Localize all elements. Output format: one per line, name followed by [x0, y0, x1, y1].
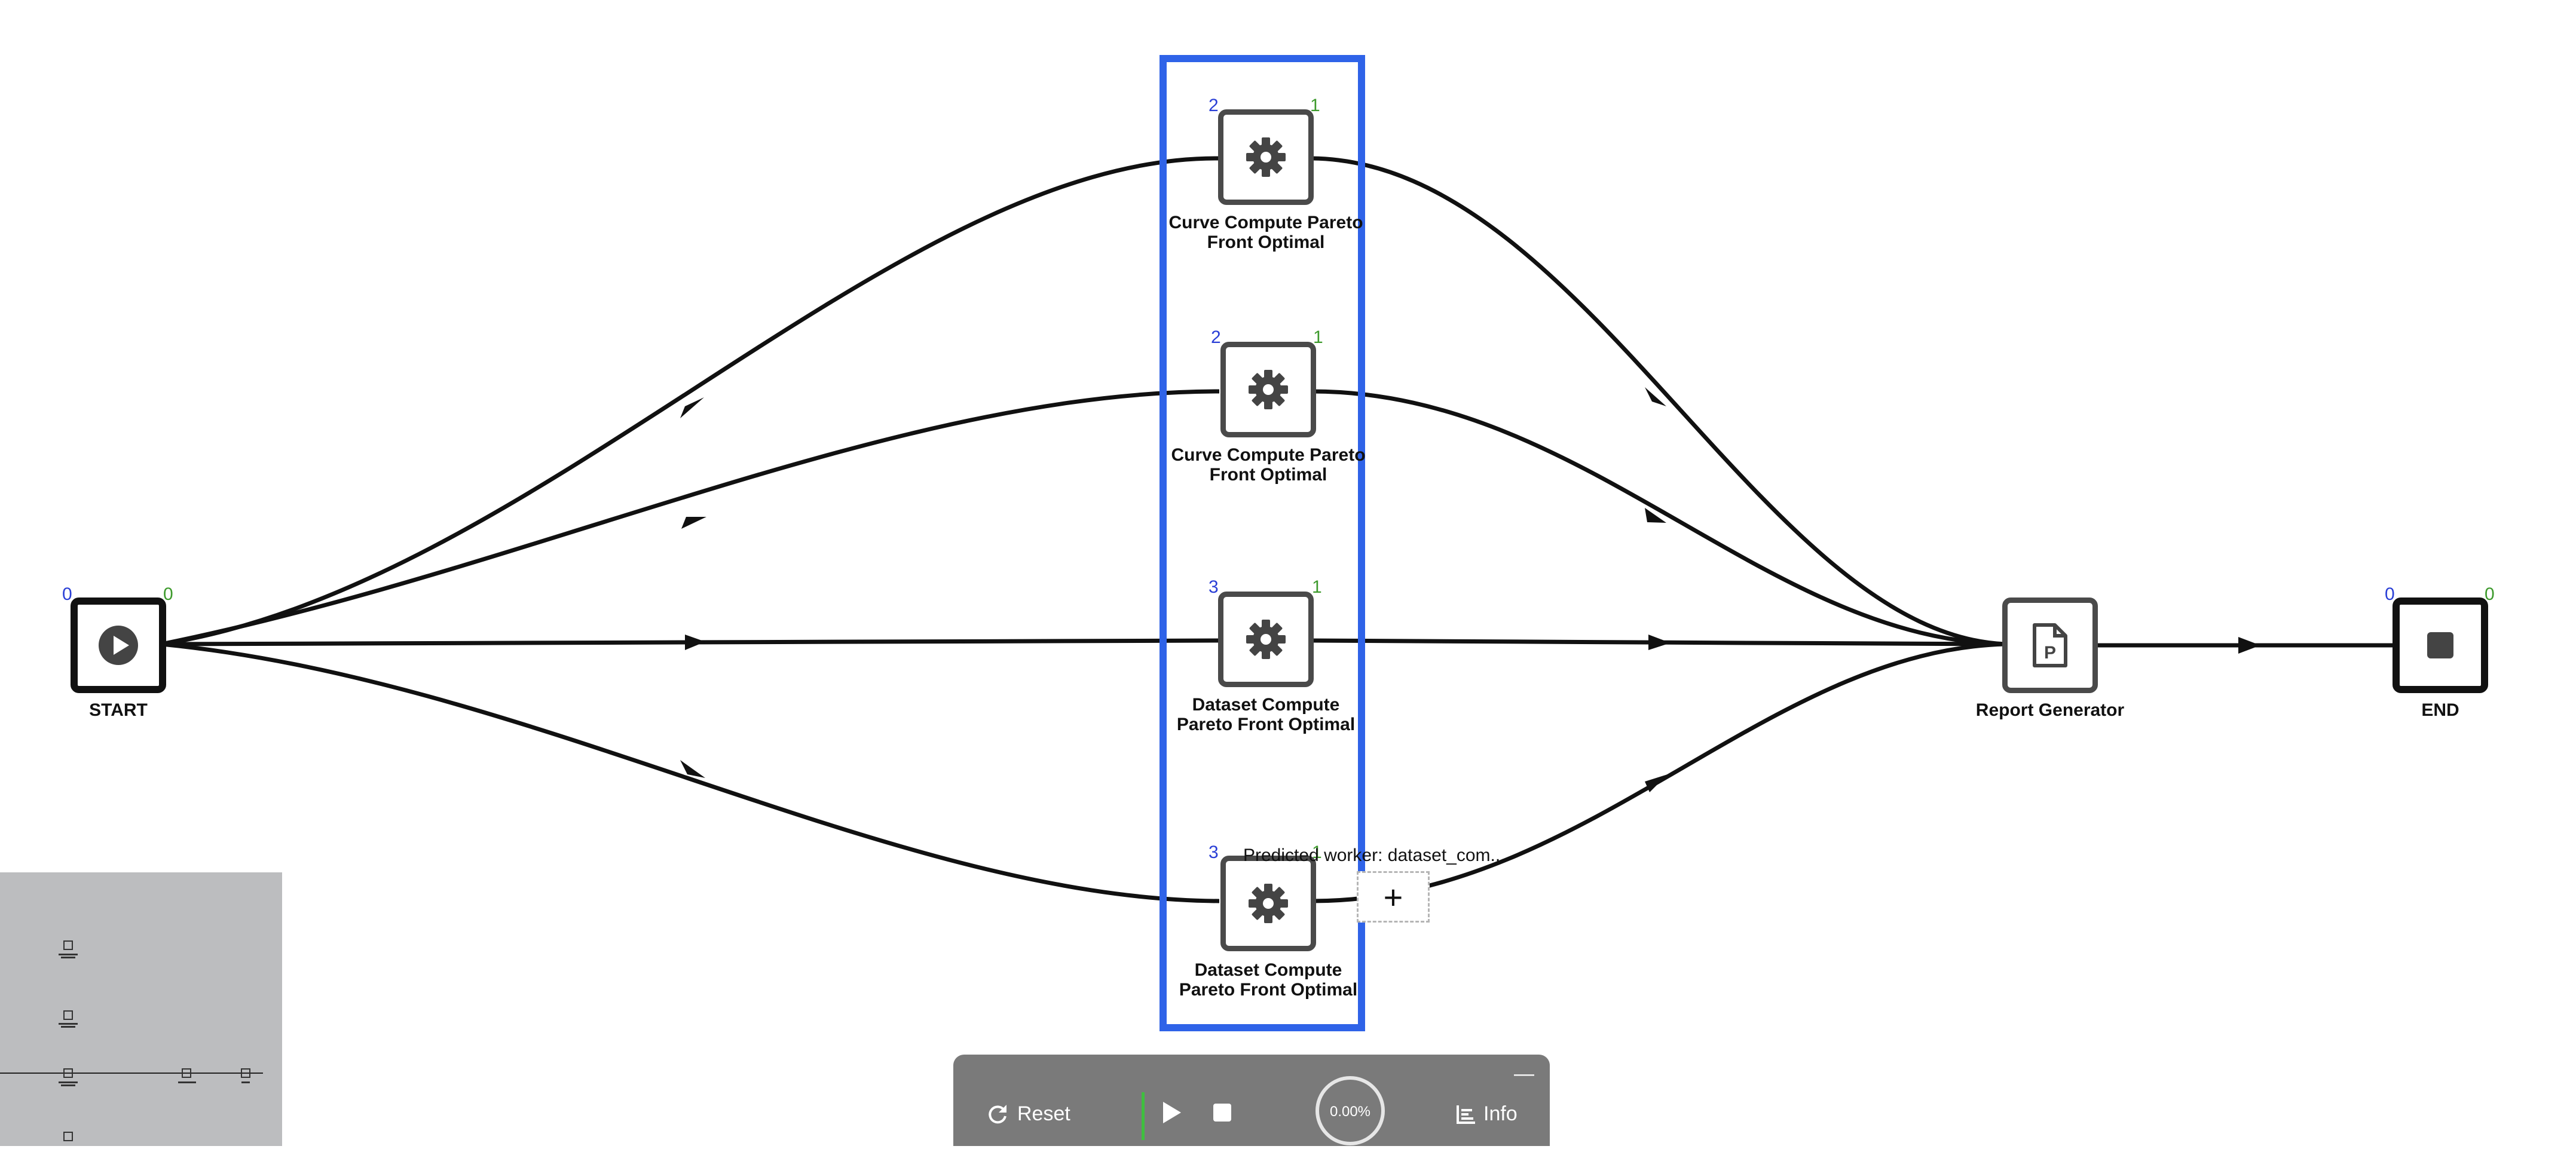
minimap-node: [63, 1068, 73, 1078]
svg-text:P: P: [2044, 643, 2056, 663]
play-icon: [78, 605, 159, 686]
edge-curve1-report[interactable]: [1311, 156, 2006, 646]
edge-start-dataset2[interactable]: [161, 642, 1220, 903]
minimap-node: [182, 1068, 191, 1078]
minimize-icon: —: [1514, 1062, 1534, 1085]
progress-percent: 0.00%: [1329, 1104, 1371, 1120]
task-node-box[interactable]: [1220, 856, 1316, 951]
gear-icon: [1223, 597, 1308, 682]
edge-arrowhead: [681, 517, 706, 529]
edge-curve2-report[interactable]: [1311, 389, 2006, 646]
chart-icon: [1456, 1104, 1476, 1125]
task-node-box[interactable]: [1218, 109, 1314, 205]
predicted-worker-tooltip: Predicted worker: dataset_com...: [1243, 845, 1506, 865]
running-indicator: [1142, 1092, 1145, 1140]
plus-icon: +: [1383, 878, 1403, 916]
edge-arrowhead: [1645, 508, 1666, 523]
play-button[interactable]: [1161, 1099, 1187, 1126]
minimap[interactable]: [0, 872, 282, 1146]
node-label: END: [2421, 700, 2459, 720]
stop-button[interactable]: [1212, 1102, 1234, 1123]
edge-arrowhead: [1645, 387, 1666, 406]
start-node-box[interactable]: [71, 598, 166, 693]
in-port-count: 0: [62, 584, 72, 604]
task-node-box[interactable]: [1220, 342, 1316, 437]
edge-arrowhead: [680, 397, 704, 418]
selection-rectangle: [1159, 55, 1365, 1031]
minimap-node: [63, 1010, 73, 1020]
stop-icon: [1213, 1104, 1231, 1122]
add-node-button[interactable]: +: [1357, 871, 1430, 923]
gear-icon: [1226, 347, 1311, 432]
out-port-count: 0: [2485, 584, 2495, 604]
out-port-count: 0: [163, 584, 173, 604]
gear-icon: [1223, 115, 1308, 200]
reset-button[interactable]: Reset: [986, 1102, 1070, 1126]
run-control-toolbar: [953, 1055, 1550, 1146]
reset-label: Reset: [1017, 1102, 1070, 1125]
progress-ring: [1315, 1076, 1385, 1145]
edge-arrowhead: [2238, 637, 2260, 654]
node-label: Report Generator: [1975, 700, 2125, 720]
gear-icon: [1226, 861, 1311, 946]
in-port-count: 0: [2385, 584, 2395, 604]
info-label: Info: [1483, 1102, 1518, 1125]
minimap-node: [63, 1132, 73, 1141]
task-node-box[interactable]: P: [2002, 598, 2098, 693]
out-port-count: 1: [1312, 842, 1322, 862]
edge-arrowhead: [680, 760, 705, 778]
stop-icon: [2400, 605, 2481, 686]
play-icon: [1163, 1102, 1181, 1123]
in-port-count: 2: [1209, 96, 1219, 115]
end-node-box[interactable]: [2393, 598, 2488, 693]
out-port-count: 1: [1312, 577, 1322, 597]
edge-dataset1-report[interactable]: [1311, 638, 2006, 646]
edge-start-curve2[interactable]: [161, 389, 1220, 646]
in-port-count: 3: [1209, 577, 1219, 597]
in-port-count: 2: [1211, 327, 1221, 347]
in-port-count: 3: [1209, 842, 1219, 862]
info-button[interactable]: Info: [1456, 1102, 1518, 1126]
edge-start-curve1[interactable]: [161, 156, 1220, 646]
minimap-node: [241, 1068, 250, 1078]
refresh-icon: [986, 1103, 1009, 1126]
node-label: START: [89, 700, 148, 720]
pdf-file-icon: P: [2008, 603, 2092, 688]
out-port-count: 1: [1310, 96, 1320, 115]
edge-arrowhead: [1645, 774, 1668, 792]
edge-arrowhead: [685, 635, 705, 650]
edge-start-dataset1[interactable]: [161, 638, 1220, 646]
edge-arrowhead: [1648, 635, 1671, 650]
task-node-box[interactable]: [1218, 592, 1314, 687]
minimap-node: [63, 940, 73, 950]
out-port-count: 1: [1313, 327, 1323, 347]
minimize-button[interactable]: —: [1512, 1062, 1536, 1085]
